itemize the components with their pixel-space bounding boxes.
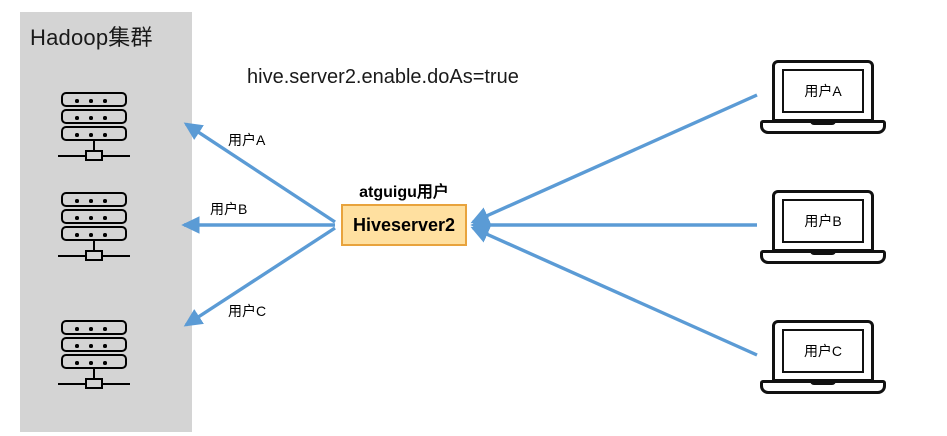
client-laptop-2: 用户B (760, 190, 886, 270)
server-dot (103, 216, 107, 220)
server-dot (89, 133, 93, 137)
server-dot (89, 116, 93, 120)
server-bay (61, 354, 127, 369)
laptop-notch (810, 250, 836, 255)
server-dot (89, 216, 93, 220)
server-dot (103, 99, 107, 103)
server-icon-1 (53, 92, 137, 164)
server-bay (61, 126, 127, 141)
arrow-label-user-c: 用户C (228, 303, 267, 319)
server-dot (103, 116, 107, 120)
hiveserver-owner-label: atguigu用户 (359, 184, 449, 201)
server-bay (61, 209, 127, 224)
server-dot (75, 361, 79, 365)
server-bay (61, 192, 127, 207)
server-dot (89, 199, 93, 203)
server-stem (93, 141, 95, 151)
laptop-lid: 用户A (772, 60, 874, 122)
hiveserver2-node[interactable]: Hiveserver2 (341, 204, 467, 246)
server-bay (61, 320, 127, 335)
server-dot (103, 344, 107, 348)
server-bay (61, 92, 127, 107)
server-stem (93, 369, 95, 379)
server-dot (89, 233, 93, 237)
server-dot (89, 327, 93, 331)
arrow-label-user-a: 用户A (228, 132, 266, 148)
server-dot (75, 327, 79, 331)
server-dot (103, 361, 107, 365)
server-bus-left (58, 154, 86, 157)
server-dot (89, 99, 93, 103)
server-hub (85, 150, 103, 161)
server-bus-right (102, 154, 130, 157)
laptop-notch (810, 380, 836, 385)
server-bay (61, 226, 127, 241)
server-bus-left (58, 254, 86, 257)
arrow-client-c-to-hs (470, 226, 758, 357)
server-dot (75, 133, 79, 137)
server-dot (89, 361, 93, 365)
server-dot (75, 116, 79, 120)
server-stem (93, 241, 95, 251)
server-hub (85, 378, 103, 389)
server-hub (85, 250, 103, 261)
laptop-lid: 用户C (772, 320, 874, 382)
server-dot (75, 233, 79, 237)
laptop-notch (810, 120, 836, 125)
arrow-client-a-to-hs (470, 93, 758, 224)
server-icon-3 (53, 320, 137, 392)
arrow-label-user-b: 用户B (210, 201, 248, 217)
laptop-screen-label: 用户B (782, 199, 864, 243)
laptop-screen-label: 用户A (782, 69, 864, 113)
server-dot (75, 344, 79, 348)
server-dot (103, 233, 107, 237)
server-bus-right (102, 254, 130, 257)
client-laptop-3: 用户C (760, 320, 886, 400)
server-dot (103, 327, 107, 331)
server-dot (75, 216, 79, 220)
server-dot (89, 344, 93, 348)
server-dot (103, 133, 107, 137)
server-dot (75, 199, 79, 203)
cluster-title: Hadoop集群 (30, 25, 153, 50)
server-dot (75, 99, 79, 103)
server-bay (61, 109, 127, 124)
server-icon-2 (53, 192, 137, 264)
server-bus-left (58, 382, 86, 385)
server-bay (61, 337, 127, 352)
config-note: hive.server2.enable.doAs=true (247, 66, 519, 88)
laptop-screen-label: 用户C (782, 329, 864, 373)
client-laptop-1: 用户A (760, 60, 886, 140)
laptop-lid: 用户B (772, 190, 874, 252)
server-bus-right (102, 382, 130, 385)
server-dot (103, 199, 107, 203)
